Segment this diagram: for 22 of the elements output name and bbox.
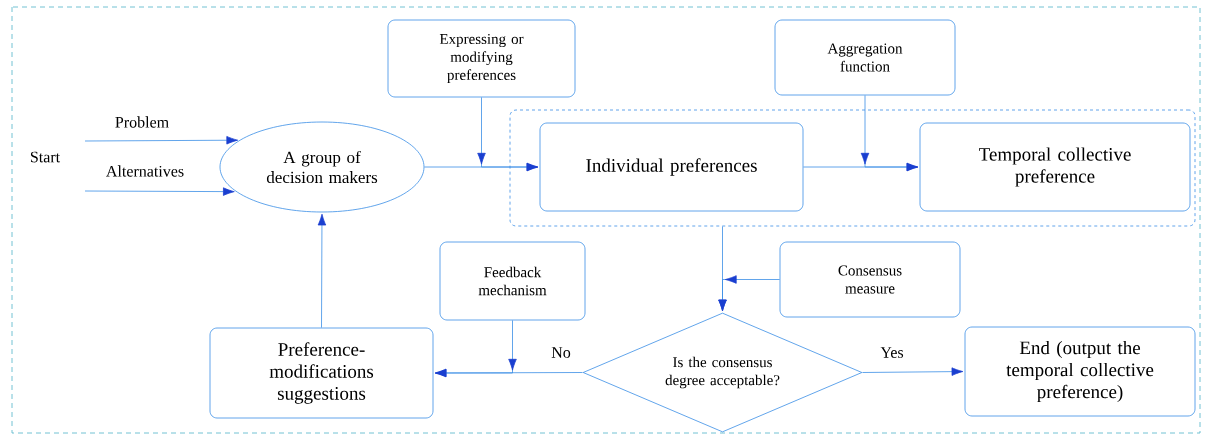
process-box: Consensus measure (779, 241, 961, 318)
arrow (84, 136, 239, 145)
edge-label: Problem (113, 115, 171, 129)
edge-label: Alternatives (104, 164, 186, 178)
edge-label: Yes (879, 346, 905, 359)
arrow (317, 213, 327, 328)
edge-label: No (550, 346, 572, 359)
arrow (434, 320, 517, 378)
process-box: Expressing or modifying preferences (387, 19, 576, 98)
arrow (84, 187, 235, 196)
process-box: Individual preferences (539, 122, 804, 212)
arrow (862, 367, 964, 376)
process-box: Preference-modifications suggestions (209, 327, 434, 419)
arrow (477, 97, 539, 172)
process-box: Aggregation function (774, 19, 956, 96)
arrow (718, 275, 780, 312)
start-label: Start (30, 151, 60, 163)
process-box: Feedback mechanism (439, 241, 586, 321)
dashed-group-box (509, 109, 1196, 227)
arrow (860, 95, 919, 172)
process-box: Temporal collective preference (919, 122, 1191, 212)
process-box: End (output the temporal collective preference) (964, 326, 1196, 417)
